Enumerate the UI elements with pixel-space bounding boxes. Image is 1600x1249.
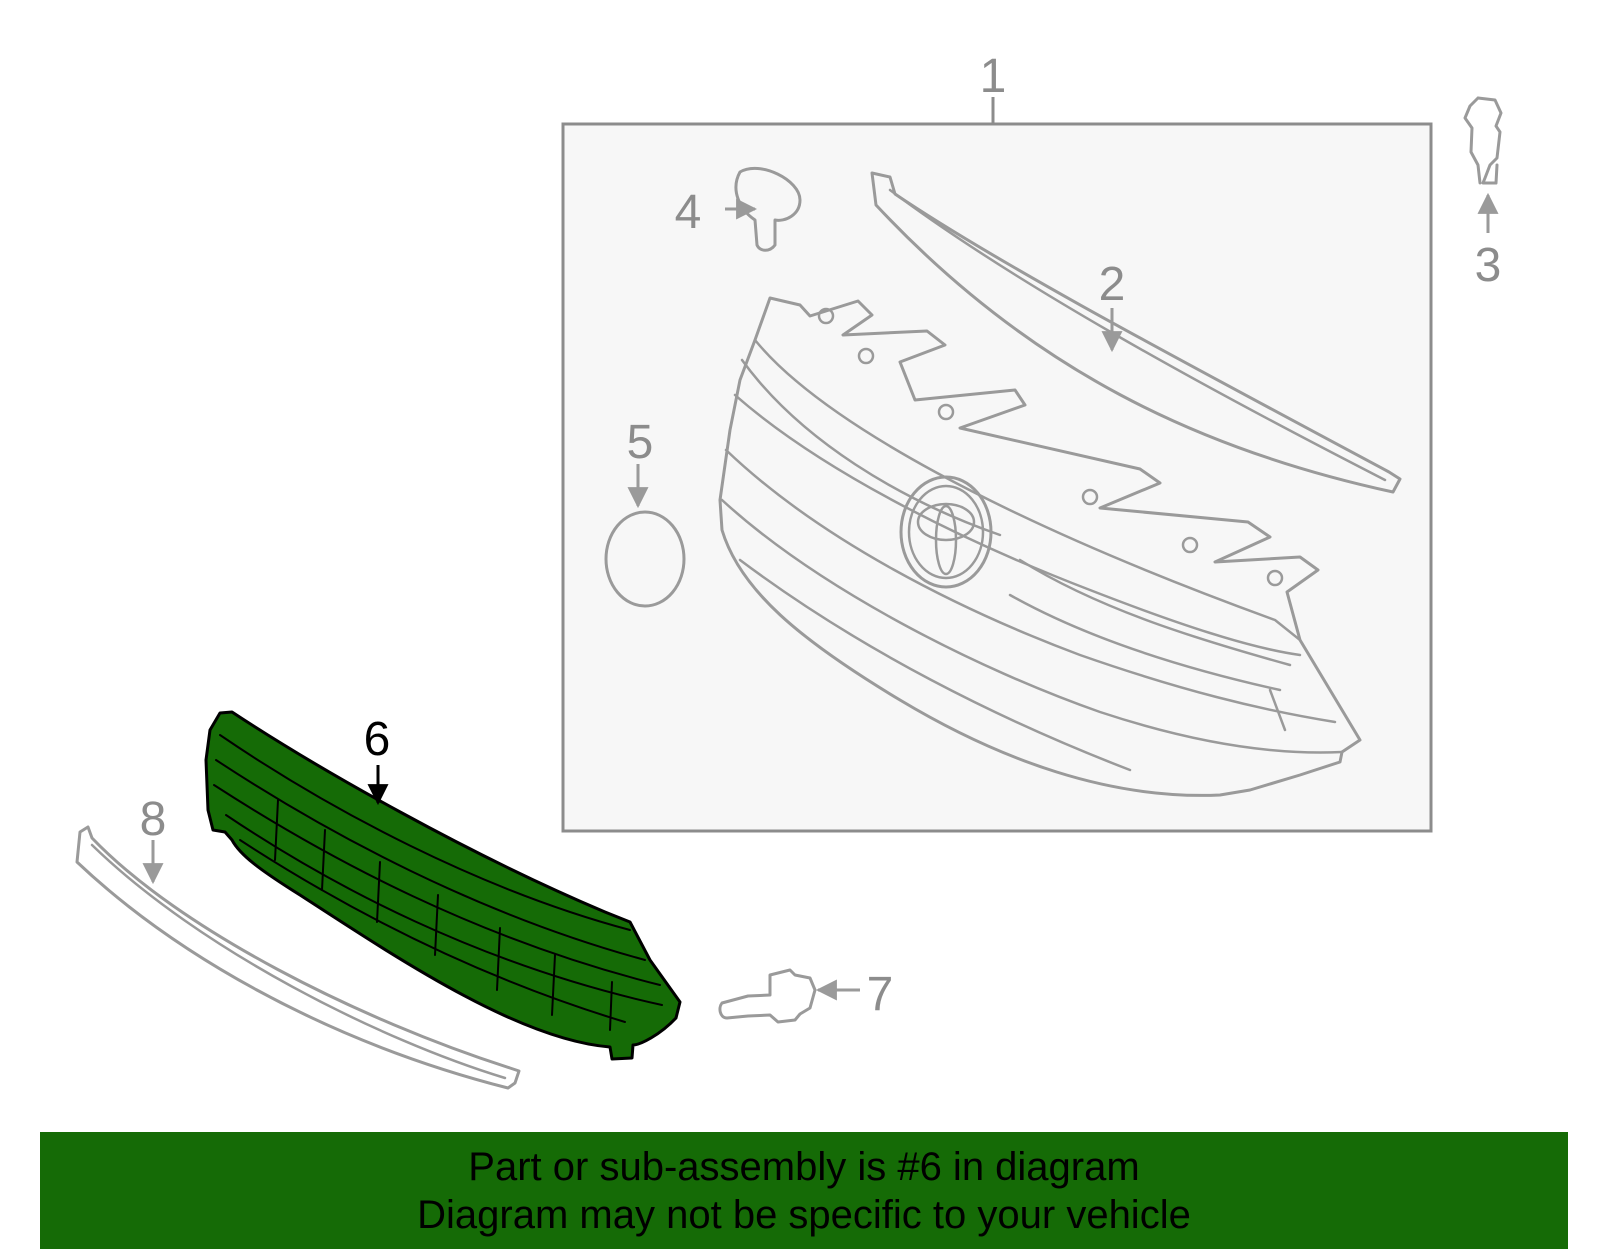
info-banner: Part or sub-assembly is #6 in diagram Di… bbox=[40, 1132, 1568, 1249]
part-3-fastener bbox=[1463, 96, 1503, 233]
callout-2: 2 bbox=[1099, 258, 1126, 311]
callout-5: 5 bbox=[627, 416, 654, 469]
part-6-lower-grille bbox=[204, 710, 682, 1061]
banner-line-2: Diagram may not be specific to your vehi… bbox=[417, 1192, 1191, 1237]
callout-7: 7 bbox=[867, 968, 894, 1021]
callout-6: 6 bbox=[364, 713, 391, 766]
callout-4: 4 bbox=[675, 186, 702, 239]
part-8-molding bbox=[75, 825, 521, 1090]
callout-3: 3 bbox=[1475, 239, 1502, 292]
part-4-clip bbox=[725, 166, 802, 252]
part-7-screw bbox=[718, 968, 860, 1024]
banner-line-1: Part or sub-assembly is #6 in diagram bbox=[468, 1144, 1140, 1189]
callout-1: 1 bbox=[980, 50, 1007, 103]
part-1-grille bbox=[718, 296, 1362, 797]
part-5-emblem-cover bbox=[604, 464, 686, 608]
callout-8: 8 bbox=[140, 793, 167, 846]
